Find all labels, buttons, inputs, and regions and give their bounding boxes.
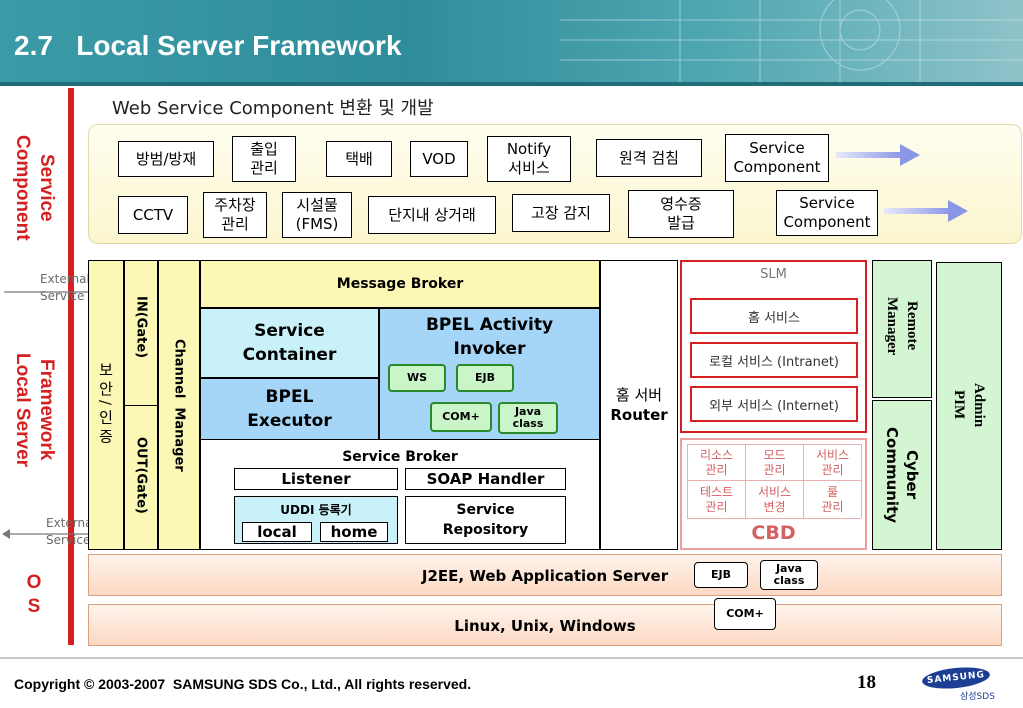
slm-title: SLM <box>760 266 787 282</box>
cbd-grid-line <box>687 480 861 481</box>
component-box: 출입 관리 <box>232 136 296 182</box>
slm-item: 홈 서비스 <box>690 298 858 334</box>
message-broker: Message Broker <box>200 260 600 308</box>
remote-manager-box <box>872 260 932 398</box>
admin-pim-box <box>936 262 1002 550</box>
component-box: 방범/방재 <box>118 141 214 177</box>
java-class-badge: Java class <box>498 402 558 434</box>
admin-pim-label: Admin PIM <box>951 382 987 428</box>
cbd-grid-line <box>861 444 862 518</box>
cbd-grid-line <box>745 444 746 518</box>
cbd-grid-line <box>803 444 804 518</box>
component-box: VOD <box>410 141 468 177</box>
home-server-label: 홈 서버 <box>615 385 663 404</box>
arrow-right-icon <box>836 144 920 166</box>
security-column <box>88 260 124 550</box>
bpel-executor: BPEL Executor <box>200 378 379 440</box>
channel-manager-column <box>158 260 200 550</box>
soap-handler-box: SOAP Handler <box>405 468 566 490</box>
com-badge: COM+ <box>430 402 492 432</box>
router-label: Router <box>610 406 668 424</box>
os-java-class-badge: Java class <box>760 560 818 590</box>
slm-item: 로컬 서비스 (Intranet) <box>690 342 858 378</box>
slm-item: 외부 서비스 (Internet) <box>690 386 858 422</box>
arrow-right-icon <box>884 200 968 222</box>
ws-badge: WS <box>388 364 446 392</box>
framework-label: Framework Local Server <box>12 352 57 468</box>
service-broker-label: Service Broker <box>342 449 458 465</box>
header-decoration <box>560 0 1023 82</box>
component-box: 원격 검침 <box>596 139 702 177</box>
j2ee-layer <box>88 554 1002 596</box>
local-box: local <box>242 522 312 542</box>
service-component-heading: Web Service Component 변환 및 개발 <box>112 98 434 119</box>
footer-line <box>0 657 1023 659</box>
page-title: 2.7 Local Server Framework <box>14 30 402 61</box>
bpel-invoker-label: BPEL Activity Invoker <box>425 315 554 359</box>
cbd-cell: 서비스 변경 <box>757 484 792 514</box>
home-server-router <box>600 260 678 550</box>
samsung-logo: SAMSUNG 삼성SDS <box>920 664 1006 702</box>
component-box: 시설물 (FMS) <box>282 192 352 238</box>
copyright: Copyright © 2003-2007 SAMSUNG SDS Co., L… <box>14 676 472 692</box>
component-box: Notify 서비스 <box>487 136 571 182</box>
os-ejb-badge: EJB <box>694 562 748 588</box>
cbd-grid-line <box>687 444 861 445</box>
cyber-community-label: Cyber Community <box>883 426 921 524</box>
cbd-panel <box>680 438 867 550</box>
header-underline <box>0 82 1023 86</box>
external-service-out-label: External Service <box>46 516 96 547</box>
j2ee-label: J2EE, Web Application Server <box>421 567 669 585</box>
remote-manager-label: Remote Manager <box>884 296 920 356</box>
component-box: 고장 감지 <box>512 194 610 232</box>
cbd-grid-line <box>687 444 688 518</box>
cbd-label: CBD <box>751 522 796 544</box>
header-bar <box>0 0 1023 82</box>
service-component-label: Service Component <box>12 135 57 241</box>
os-label: O S <box>26 572 42 617</box>
component-box: 택배 <box>326 141 392 177</box>
component-box: 영수증 발급 <box>628 190 734 238</box>
uddi-label: UDDI 등록기 <box>280 502 352 517</box>
component-box: CCTV <box>118 196 188 234</box>
cbd-cell: 테스트 관리 <box>699 484 734 514</box>
component-box: Service Component <box>725 134 829 182</box>
service-repository-box: Service Repository <box>405 496 566 544</box>
samsung-logo-mark: SAMSUNG <box>921 664 991 692</box>
cbd-cell: 모드 관리 <box>763 447 786 477</box>
os-com-badge: COM+ <box>714 598 776 630</box>
listener-box: Listener <box>234 468 398 490</box>
cbd-cell: 서비스 관리 <box>815 447 850 477</box>
left-red-bar <box>68 88 74 645</box>
samsung-logo-sub: 삼성SDS <box>960 692 995 702</box>
component-box: 주차장 관리 <box>203 192 267 238</box>
service-container: Service Container <box>200 308 379 378</box>
component-box: 단지내 상거래 <box>368 196 496 234</box>
cbd-grid-line <box>687 518 861 519</box>
channel-manager-label: Channel Manager <box>171 338 187 472</box>
gate-divider <box>124 405 158 406</box>
linux-label: Linux, Unix, Windows <box>454 617 636 635</box>
page-number: 18 <box>857 672 876 693</box>
home-box: home <box>320 522 388 542</box>
cbd-cell: 룰 관리 <box>821 484 844 514</box>
cyber-community-box <box>872 400 932 550</box>
in-gate-label: IN(Gate) <box>133 295 149 359</box>
out-gate-label: OUT(Gate) <box>133 436 149 514</box>
component-box: Service Component <box>776 190 878 236</box>
cbd-cell: 리소스 관리 <box>699 447 734 477</box>
linux-layer <box>88 604 1002 646</box>
security-label: 보안/인증 <box>96 362 115 448</box>
ejb-badge: EJB <box>456 364 514 392</box>
